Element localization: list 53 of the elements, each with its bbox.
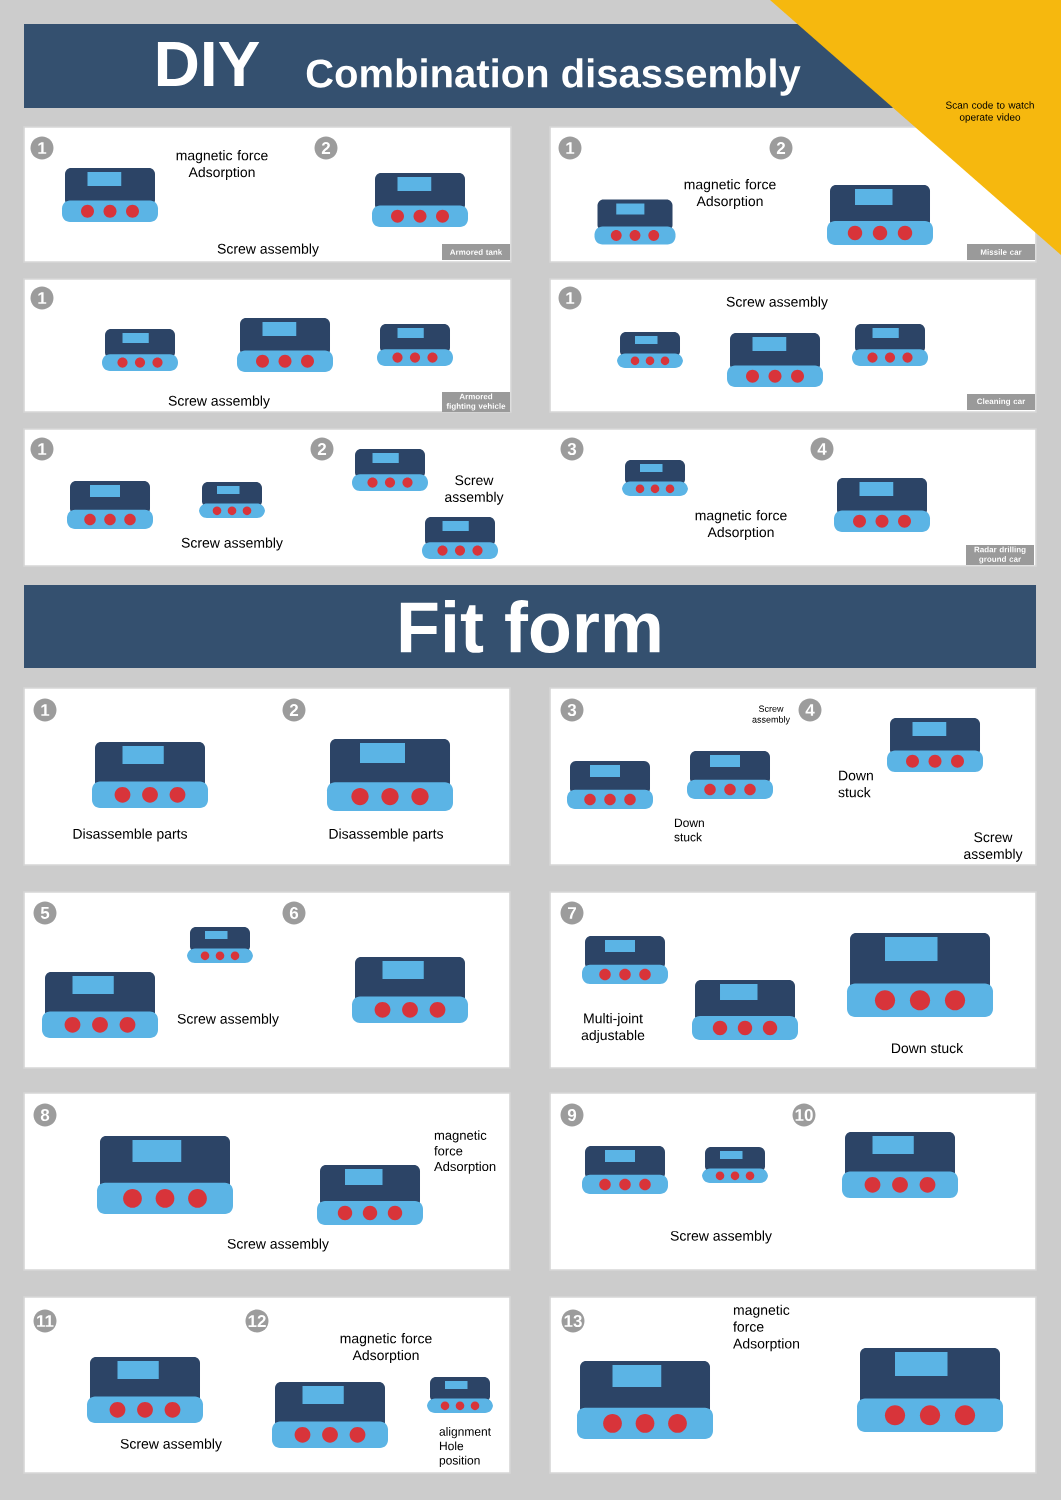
caption-text: Screw assembly	[181, 537, 283, 551]
caption-text: magnetic force Adsorption	[434, 1130, 496, 1174]
name-tag: Missile car	[967, 244, 1035, 260]
caption-text: Down stuck	[892, 1042, 964, 1054]
step-number: 4	[810, 437, 834, 461]
step-number: 1	[33, 698, 57, 722]
step-number: 3	[560, 698, 584, 722]
caption-text: magnetic force Adsorption	[340, 1333, 432, 1363]
name-tag: Armored tank	[442, 244, 510, 260]
step-number: 1	[558, 136, 582, 160]
caption-text: alignment Hole position	[439, 1427, 491, 1467]
name-tag: Armored fighting vehicle	[442, 392, 510, 412]
step-number: 2	[769, 136, 793, 160]
caption-text: Screw assembly	[227, 1238, 329, 1252]
step-number: 3	[560, 437, 584, 461]
name-tag: Cleaning car	[967, 394, 1035, 410]
caption-text: Down stuck	[838, 770, 873, 798]
section-banner: Fit form	[24, 585, 1036, 668]
caption-text: Screw assembly	[168, 395, 270, 409]
caption-text: Disassemble parts	[329, 828, 444, 842]
step-number: 4	[798, 698, 822, 722]
step-number: 9	[560, 1103, 584, 1127]
caption-text: magnetic force Adsorption	[176, 150, 268, 180]
step-number: 13	[561, 1309, 585, 1333]
step-number: 1	[30, 437, 54, 461]
name-tag: Radar drilling ground car	[966, 545, 1034, 565]
caption-text: magnetic force Adsorption	[695, 510, 787, 540]
caption-text: Screw assembly	[964, 832, 1023, 862]
step-number: 7	[560, 901, 584, 925]
caption-text: Screw assembly	[445, 475, 504, 505]
step-number: 10	[792, 1103, 816, 1127]
step-number: 1	[558, 286, 582, 310]
step-number: 1	[30, 136, 54, 160]
step-number: 2	[282, 698, 306, 722]
step-number: 1	[30, 286, 54, 310]
step-number: 8	[33, 1103, 57, 1127]
step-number: 5	[33, 901, 57, 925]
title-banner: DIY Combination disassembly	[24, 24, 893, 108]
caption-text: Screw assembly	[217, 243, 319, 257]
caption-text: Screw assembly	[752, 705, 790, 725]
step-number: 2	[310, 437, 334, 461]
caption-text: Screw assembly	[726, 296, 828, 310]
step-number: 6	[282, 901, 306, 925]
caption-text: Disassemble parts	[73, 828, 188, 842]
caption-text: magnetic force Adsorption	[733, 1304, 799, 1352]
step-number: 12	[245, 1309, 269, 1333]
caption-text: Screw assembly	[177, 1013, 279, 1027]
caption-text: Screw assembly	[120, 1438, 222, 1452]
caption-text: Multi-joint adjustable	[581, 1013, 645, 1043]
step-number: 2	[314, 136, 338, 160]
step-number: 11	[33, 1309, 57, 1333]
caption-text: Down stuck	[674, 818, 704, 842]
caption-text: Screw assembly	[670, 1230, 772, 1244]
